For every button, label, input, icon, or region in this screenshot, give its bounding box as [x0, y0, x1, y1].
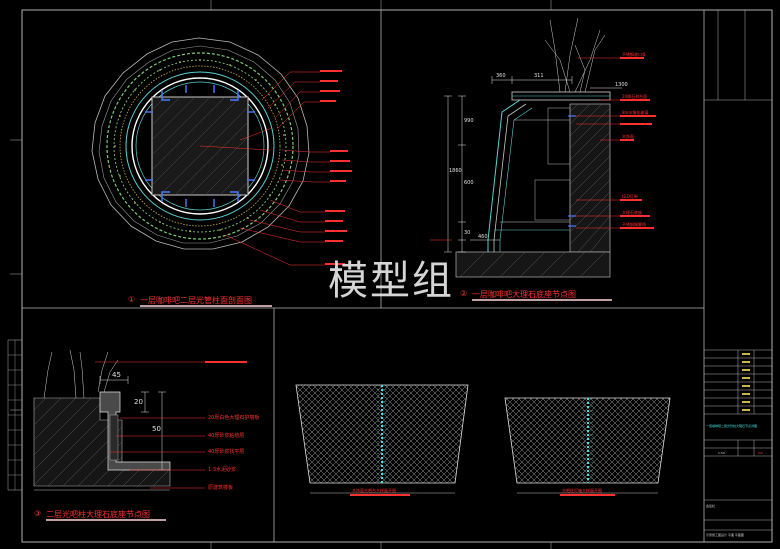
detail-note-1: 20厚白色大理石护墙板 [208, 415, 260, 421]
dim-elev-v3: 600 [464, 180, 474, 186]
watermark: 模型组 [328, 258, 454, 304]
elevation-title: 一层咖啡吧大理石底座节点图 [472, 290, 576, 299]
dim-elev-mid: 311 [534, 73, 544, 79]
dim-detail-20: 20 [134, 398, 143, 406]
detail-note-2: 40厚砂浆粘结层 [208, 433, 245, 439]
binding-column [7, 339, 23, 491]
plan-title-underline [140, 305, 272, 307]
elev-note-2: 20厚石材台面 [622, 94, 648, 99]
elev-note-1: 不锈钢收口条 [622, 52, 646, 57]
detail-note-5: 原建筑楼板 [208, 485, 234, 491]
title-block-marks [742, 353, 750, 411]
tb-stamp: 会签栏 [706, 504, 716, 508]
plan-title: 一层咖啡吧二层光管柱面剖面图 [140, 296, 252, 305]
dim-detail-50: 50 [152, 425, 161, 433]
dim-detail-45: 45 [112, 371, 121, 379]
detail-title-underline [46, 519, 166, 521]
dim-elev-v2: 1860 [449, 168, 462, 174]
tb-footer: 示意施工图设计 平面 平面图 [706, 533, 744, 537]
marble-base-detail [33, 349, 247, 491]
dim-elev-bottom: 460 [478, 234, 488, 240]
plan-title-marker: ① [128, 295, 136, 304]
title-block [704, 10, 772, 531]
elev-note-3: 8mm钢化玻璃 [622, 110, 649, 115]
mesh-panel-right [504, 397, 671, 496]
elev-note-7: 不锈钢踢脚线 [622, 222, 646, 227]
elevation-title-marker: ② [460, 289, 468, 298]
panel-left-title: 木饰面光吧台大样展开图 [352, 488, 396, 493]
frame-ticks [10, 0, 552, 549]
tb-scale: 1:50 [718, 451, 725, 455]
tb-sheet-no: 2/2 [758, 451, 763, 455]
plan-view [91, 37, 352, 266]
dim-elev-v4: 30 [464, 230, 471, 236]
outer-frame [21, 9, 773, 543]
elev-note-4: 木饰面 [622, 134, 634, 139]
elev-note-5: LED灯带 [622, 194, 638, 199]
panel-right-title: 光吧柱灯箱大样展开图 [562, 488, 602, 493]
elev-note-6: 大理石底座 [622, 210, 642, 215]
tb-project: 一层咖啡吧二层光管柱大理石节点详图 [706, 424, 758, 428]
detail-title: 二层光吧柱大理石底座节点图 [46, 510, 150, 519]
detail-title-marker: ③ [34, 509, 42, 518]
elevation-section [430, 17, 656, 278]
dim-elev-top: 360 [496, 73, 506, 79]
detail-note-3: 40厚砂浆找平层 [208, 449, 245, 455]
dim-elev-right: 1300 [615, 82, 628, 88]
mesh-panel-left [295, 384, 469, 496]
detail-note-4: 1:3水泥砂浆 [208, 467, 237, 473]
elevation-title-underline [472, 299, 612, 301]
dim-elev-v1: 990 [464, 118, 474, 124]
